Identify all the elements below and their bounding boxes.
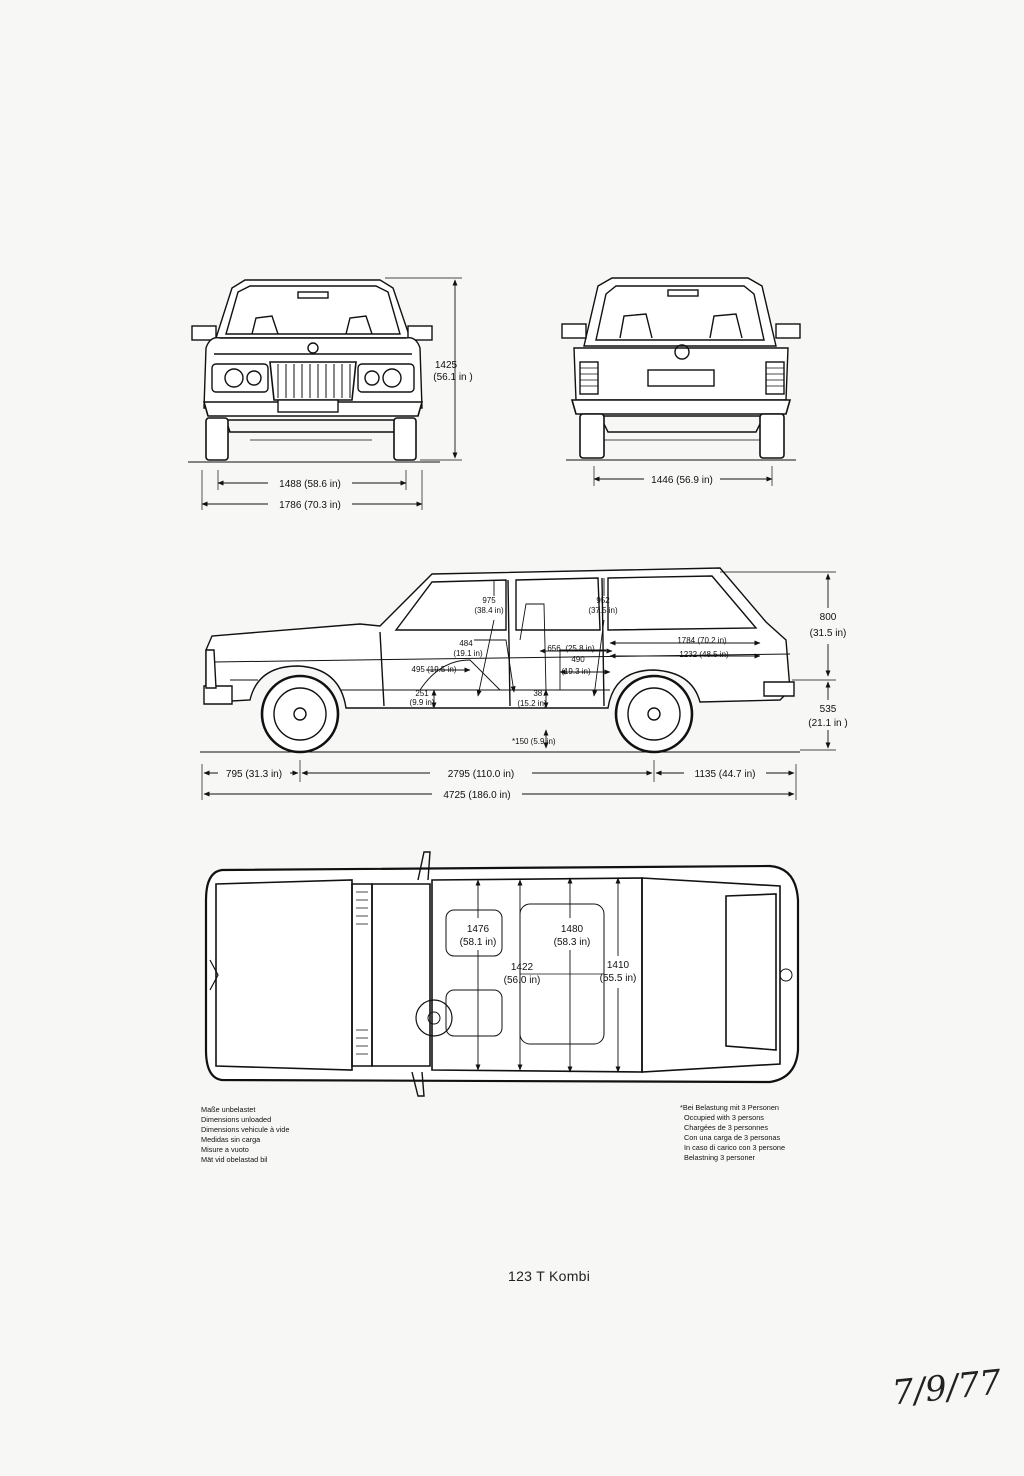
notes-occupied: *Bei Belastung mit 3 Personen Occupied w… bbox=[680, 1103, 785, 1163]
note-line: *Bei Belastung mit 3 Personen bbox=[680, 1103, 779, 1112]
lower-height-value: 535 bbox=[820, 704, 837, 715]
rear-track-label: 1446 (56.9 in) bbox=[651, 475, 713, 486]
rear-view-drawing bbox=[561, 277, 801, 461]
note-line: Misure a vuoto bbox=[201, 1145, 249, 1154]
floor-height-inches: (9.9 in) bbox=[410, 698, 435, 707]
front-shoulder-value: 1476 bbox=[467, 924, 490, 935]
front-seat-cushion-label: 495 (19.5 in) bbox=[412, 665, 457, 674]
front-overhang-label: 795 (31.3 in) bbox=[226, 769, 282, 780]
note-line: Belastning 3 personer bbox=[684, 1153, 755, 1162]
rear-shoulder-inches: (58.3 in) bbox=[554, 937, 591, 948]
roof-height-inches: (31.5 in) bbox=[810, 628, 847, 639]
overall-length-label: 4725 (186.0 in) bbox=[443, 790, 510, 801]
note-line: Occupied with 3 persons bbox=[684, 1113, 764, 1122]
top-view-drawing bbox=[204, 851, 800, 1097]
wheelbase-label: 2795 (110.0 in) bbox=[448, 769, 515, 780]
front-view-drawing bbox=[188, 279, 440, 463]
legroom-rear-value: 656 bbox=[547, 644, 561, 653]
note-line: Medidas sin carga bbox=[201, 1135, 261, 1144]
rear-seat-value: 490 bbox=[571, 655, 585, 664]
cargo-length-2-label: 1232 (48.5 in) bbox=[679, 650, 729, 659]
cargo-width-inches: (55.5 in) bbox=[600, 973, 637, 984]
overall-width-label: 1786 (70.3 in) bbox=[279, 500, 341, 511]
floor-height-value: 251 bbox=[415, 689, 429, 698]
note-line: Dimensions unloaded bbox=[201, 1115, 272, 1124]
lower-height-inches: (21.1 in ) bbox=[808, 718, 847, 729]
rear-floor-value: 387 bbox=[533, 689, 547, 698]
note-line: Dimensions vehicule à vide bbox=[201, 1125, 290, 1134]
ground-clearance-label: *150 (5.9 in) bbox=[512, 737, 556, 746]
note-line: In caso di carico con 3 persone bbox=[684, 1143, 785, 1152]
roof-height-value: 800 bbox=[820, 612, 837, 623]
front-headroom-value: 975 bbox=[482, 596, 496, 605]
note-line: Mät vid obelastad bil bbox=[201, 1155, 268, 1164]
hip-width-inches: (56.0 in) bbox=[504, 975, 541, 986]
seat-depth-value: 484 bbox=[459, 639, 473, 648]
rear-overhang-label: 1135 (44.7 in) bbox=[695, 769, 756, 780]
seat-depth-inches: (19.1 in) bbox=[453, 649, 483, 658]
rear-seat-inches: (19.3 in) bbox=[561, 667, 591, 676]
rear-headroom-value: 952 bbox=[596, 596, 610, 605]
note-line: Con una carga de 3 personas bbox=[684, 1133, 781, 1142]
legroom-rear-inches: (25.8 in) bbox=[565, 644, 595, 653]
front-headroom-inches: (38.4 in) bbox=[474, 606, 504, 615]
cargo-width-value: 1410 bbox=[607, 960, 630, 971]
note-line: Chargées de 3 personnes bbox=[684, 1123, 768, 1132]
front-shoulder-inches: (58.1 in) bbox=[460, 937, 497, 948]
front-track-label: 1488 (58.6 in) bbox=[279, 479, 341, 490]
notes-unloaded: Maße unbelastet Dimensions unloaded Dime… bbox=[201, 1105, 289, 1165]
rear-shoulder-value: 1480 bbox=[561, 924, 584, 935]
rear-floor-inches: (15.2 in) bbox=[517, 699, 547, 708]
front-height-value: 1425 bbox=[435, 360, 458, 371]
rear-headroom-inches: (37.5 in) bbox=[588, 606, 618, 615]
note-line: Maße unbelastet bbox=[201, 1105, 256, 1114]
model-caption: 123 T Kombi bbox=[508, 1268, 591, 1284]
cargo-length-label: 1784 (70.2 in) bbox=[677, 636, 727, 645]
side-view-drawing bbox=[200, 567, 800, 754]
hip-width-value: 1422 bbox=[511, 962, 534, 973]
front-height-inches: (56.1 in ) bbox=[433, 372, 472, 383]
